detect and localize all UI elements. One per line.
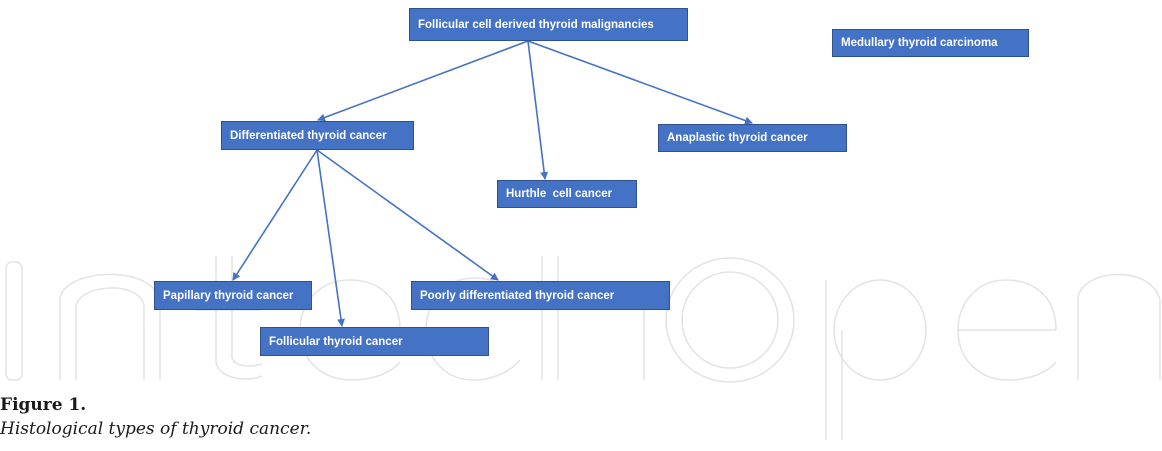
edge-differentiated-to-papillary <box>232 149 318 281</box>
node-anaplastic-thyroid-cancer: Anaplastic thyroid cancer <box>658 124 847 152</box>
node-medullary-thyroid-carcinoma: Medullary thyroid carcinoma <box>832 29 1029 57</box>
edge-root-to-differentiated <box>317 40 529 122</box>
edge-root-to-hurthle <box>527 40 549 180</box>
figure-label: Figure 1. <box>0 395 87 415</box>
edge-differentiated-to-follicular <box>316 149 345 327</box>
edge-root-to-anaplastic <box>527 40 753 125</box>
figure-caption: Histological types of thyroid cancer. <box>0 419 312 439</box>
node-differentiated-thyroid-cancer: Differentiated thyroid cancer <box>221 121 414 150</box>
node-poorly-differentiated-thyroid-cancer: Poorly differentiated thyroid cancer <box>411 281 670 310</box>
node-follicular-cell-derived: Follicular cell derived thyroid malignan… <box>409 8 688 41</box>
node-follicular-thyroid-cancer: Follicular thyroid cancer <box>260 327 489 356</box>
node-papillary-thyroid-cancer: Papillary thyroid cancer <box>154 281 312 310</box>
node-hurthle-cell-cancer: Hurthle cell cancer <box>497 180 637 208</box>
edge-differentiated-to-poorly <box>316 149 499 281</box>
